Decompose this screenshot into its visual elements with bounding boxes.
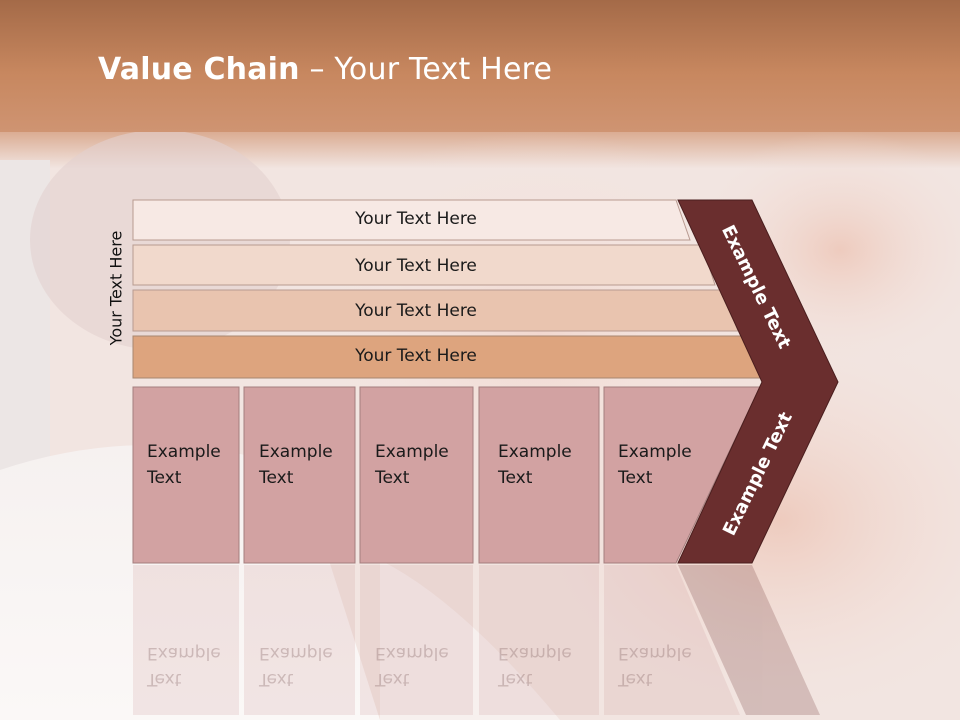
activity-label-5: Example Text: [604, 387, 714, 563]
activity-label-5-line1: Example: [618, 442, 692, 462]
bar-label-3: Your Text Here: [355, 301, 477, 321]
title-rest: – Your Text Here: [299, 52, 553, 87]
svg-text:Example: Example: [375, 643, 449, 663]
svg-text:Text: Text: [146, 669, 182, 689]
activity-label-4: Example Text: [484, 387, 599, 563]
activity-label-4-line1: Example: [498, 442, 572, 462]
activity-label-2-line1: Example: [259, 442, 333, 462]
activity-box-4: [478, 386, 600, 564]
slide-title: Value Chain – Your Text Here: [98, 52, 552, 87]
reflection: [133, 565, 820, 715]
bar-label-1: Your Text Here: [355, 209, 477, 229]
support-bar-2: [132, 244, 716, 286]
svg-text:Text: Text: [617, 669, 653, 689]
bar-label-2: Your Text Here: [355, 256, 477, 276]
title-bold: Value Chain: [98, 52, 300, 87]
activity-label-1: Example Text: [133, 387, 239, 563]
activity-box-3: [359, 386, 474, 564]
svg-text:Text: Text: [374, 669, 410, 689]
activity-label-3: Example Text: [361, 387, 473, 563]
activity-label-1-line2: Text: [147, 468, 182, 488]
bar-label-4: Your Text Here: [355, 346, 477, 366]
svg-text:Example: Example: [259, 643, 333, 663]
activity-label-5-line2: Text: [618, 468, 653, 488]
activity-box-5: [603, 386, 761, 564]
activity-box-2: [243, 386, 356, 564]
activity-label-3-line1: Example: [375, 442, 449, 462]
support-bar-1: [132, 199, 691, 241]
activity-label-2: Example Text: [245, 387, 355, 563]
activity-box-1: [132, 386, 240, 564]
activity-label-3-line2: Text: [375, 468, 410, 488]
activity-label-2-line2: Text: [259, 468, 294, 488]
activity-label-1-line1: Example: [147, 442, 221, 462]
margin-arrow: [677, 199, 839, 564]
svg-text:Example: Example: [498, 643, 572, 663]
svg-text:Text: Text: [258, 669, 294, 689]
activity-label-4-line2: Text: [498, 468, 533, 488]
svg-text:Example: Example: [618, 643, 692, 663]
svg-text:Text: Text: [497, 669, 533, 689]
svg-text:Example: Example: [147, 643, 221, 663]
